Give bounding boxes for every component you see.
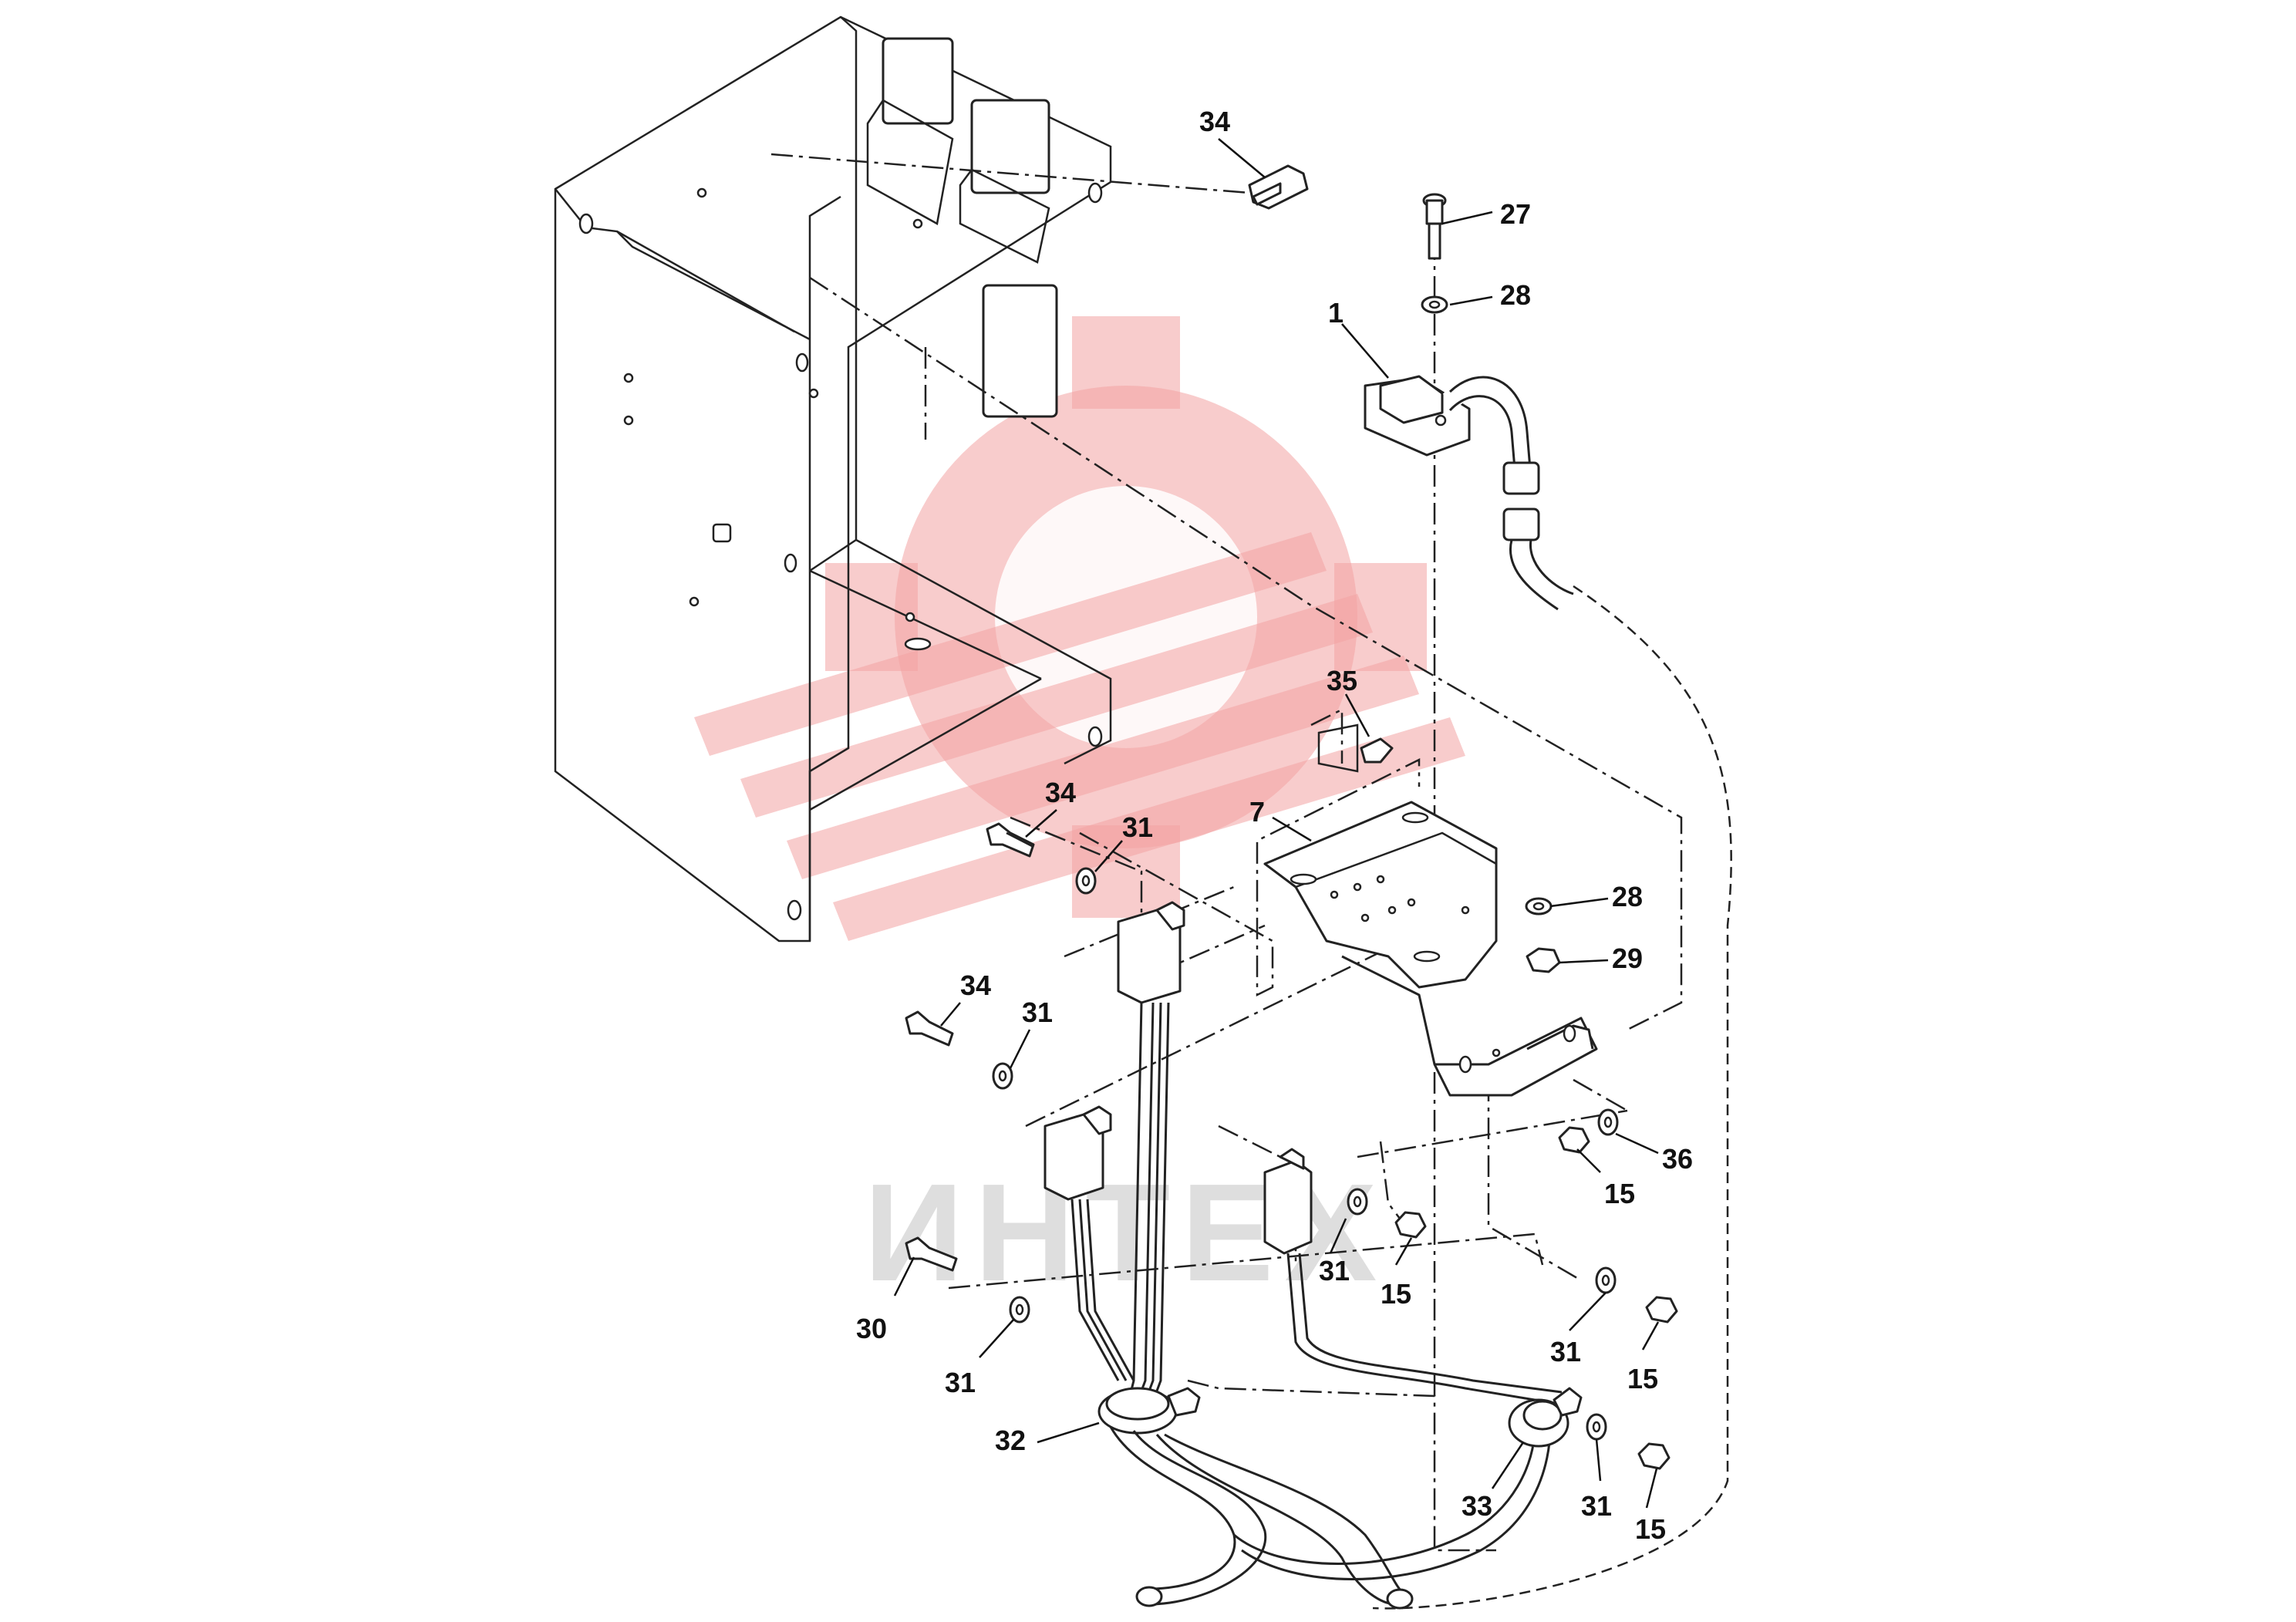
callout-15-a: 15 (1604, 1178, 1635, 1209)
watermark-gear-logo (694, 316, 1465, 941)
screw-35 (1317, 723, 1394, 773)
connector-left (1043, 1105, 1112, 1201)
washer-36 (1597, 1108, 1619, 1136)
nut-15-c (1645, 1296, 1678, 1324)
washer-31-d (1009, 1296, 1030, 1324)
callout-31-c: 31 (1319, 1255, 1350, 1286)
callout-31-b: 31 (1022, 996, 1053, 1028)
part-7-bracket (1263, 801, 1598, 1097)
washer-31-e (1595, 1266, 1617, 1294)
washer-31-f (1586, 1413, 1607, 1441)
part-1-sensor (1364, 375, 1574, 611)
callout-29: 29 (1612, 943, 1643, 974)
callout-31-f: 31 (1581, 1490, 1612, 1522)
screw-30 (905, 1236, 958, 1272)
wiring-harness (1070, 1002, 1583, 1610)
callout-15-b: 15 (1381, 1278, 1411, 1310)
screw-34-low (905, 1010, 954, 1047)
connector-upper (1117, 901, 1185, 1004)
bolt-27 (1422, 193, 1447, 260)
callout-28-top: 28 (1500, 279, 1531, 311)
washer-28-top (1421, 295, 1448, 314)
callout-28-mid: 28 (1612, 881, 1643, 912)
callout-15-c: 15 (1627, 1363, 1658, 1394)
nut-29 (1526, 947, 1561, 973)
callout-31-d: 31 (945, 1367, 976, 1398)
callout-34-top: 34 (1199, 106, 1230, 137)
callout-27: 27 (1500, 198, 1531, 230)
callout-34-mid: 34 (1045, 777, 1076, 808)
screw-34-top (1248, 164, 1309, 210)
cabinet-housing (554, 15, 1112, 943)
nut-15-a (1558, 1126, 1590, 1154)
callout-32: 32 (995, 1425, 1026, 1456)
washer-31-a (1075, 867, 1097, 895)
washer-28-mid (1525, 897, 1553, 916)
callout-31-a: 31 (1122, 811, 1153, 843)
washer-31-c (1347, 1188, 1368, 1216)
callout-1: 1 (1328, 297, 1344, 329)
screw-34-mid (986, 822, 1035, 858)
callout-36: 36 (1662, 1143, 1693, 1175)
callout-33: 33 (1462, 1490, 1492, 1522)
callout-35: 35 (1327, 665, 1357, 696)
callout-31-e: 31 (1550, 1336, 1581, 1367)
leader-lines (893, 138, 1660, 1509)
nut-15-b (1394, 1211, 1427, 1239)
callout-15-d: 15 (1635, 1513, 1666, 1545)
nut-15-d (1637, 1442, 1671, 1470)
callout-labels: 34 27 28 1 35 34 31 7 28 29 34 31 36 15 … (856, 106, 1693, 1545)
washer-31-b (992, 1062, 1013, 1090)
connector-right (1263, 1148, 1313, 1255)
callout-30: 30 (856, 1313, 887, 1344)
callout-34-low: 34 (960, 969, 991, 1001)
callout-7: 7 (1249, 796, 1265, 828)
